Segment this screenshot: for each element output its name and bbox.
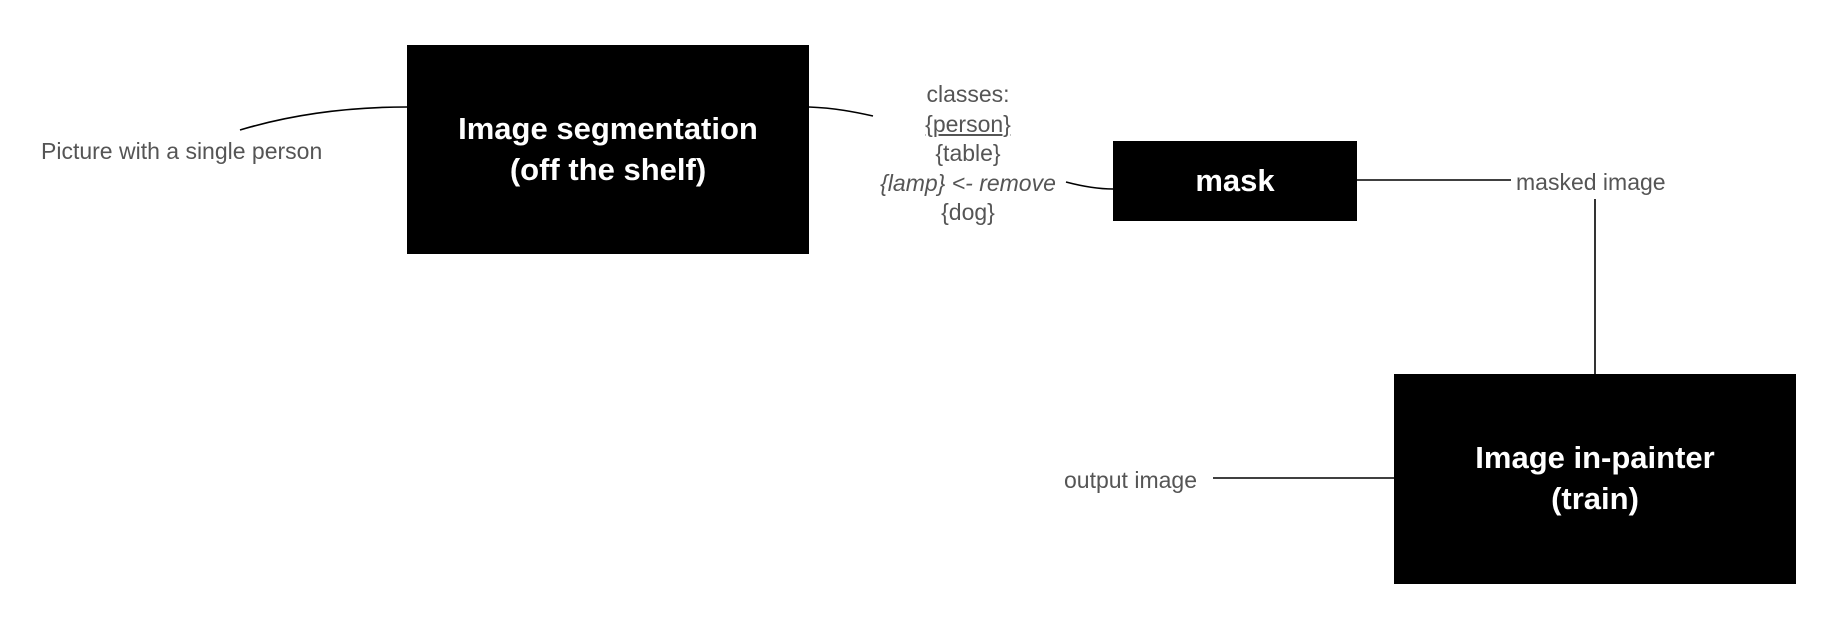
mask-label: mask [1195,162,1275,198]
inpainter-subtitle: (train) [1551,481,1639,516]
classes-heading: classes: [926,81,1010,107]
input-picture-label: Picture with a single person [41,138,323,164]
segmentation-subtitle: (off the shelf) [509,151,707,187]
mask-box: mask [1113,141,1357,221]
segmentation-title: Image segmentation [458,110,758,146]
connector-segmentation-to-classes [808,106,874,117]
output-image-label: output image [1064,467,1197,493]
classes-list: classes: {person} {table} {lamp} <- remo… [856,80,1080,228]
connector-input-to-segmentation [239,106,408,131]
class-item-dog: {dog} [941,199,995,225]
connector-classes-to-mask [1065,181,1114,190]
class-item-table: {table} [935,140,1001,166]
class-item-person: {person} [925,110,1011,137]
segmentation-box: Image segmentation (off the shelf) [407,45,809,254]
inpainter-title: Image in-painter [1475,440,1715,476]
class-item-lamp: {lamp} <- remove [880,169,1056,196]
inpainter-box: Image in-painter (train) [1394,374,1796,584]
masked-image-label: masked image [1516,169,1666,195]
